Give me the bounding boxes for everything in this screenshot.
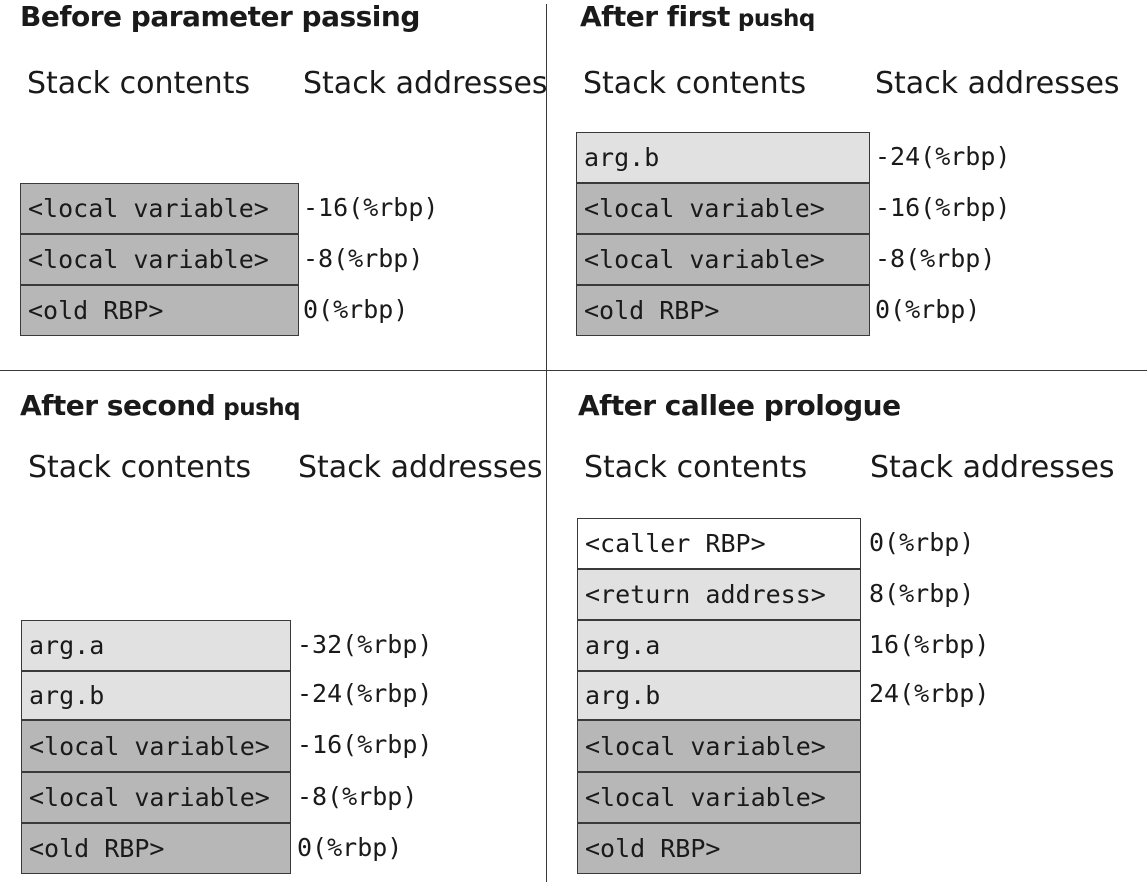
- stack-addresses-header: Stack addresses: [870, 450, 1115, 485]
- stack-contents-header: Stack contents: [27, 66, 251, 101]
- stack-contents-header: Stack contents: [584, 450, 808, 485]
- stack-cell-old-rbp: <old RBP>: [577, 823, 861, 874]
- stack-contents-header: Stack contents: [583, 66, 807, 101]
- stack-address: 8(%rbp): [869, 579, 975, 608]
- stack-address: 0(%rbp): [303, 295, 409, 324]
- stack-cell-local-variable: <local variable>: [576, 183, 870, 234]
- stack-cell-local-variable: <local variable>: [20, 234, 299, 285]
- panel-title: After second pushq: [20, 389, 301, 422]
- stack-address: 0(%rbp): [297, 833, 403, 862]
- stack-address: -8(%rbp): [297, 782, 418, 811]
- stack-address: 0(%rbp): [869, 528, 975, 557]
- stack-address: -8(%rbp): [875, 244, 996, 273]
- stack-cell-local-variable: <local variable>: [577, 720, 861, 772]
- stack-cell-arg-b: arg.b: [21, 671, 291, 720]
- stack-address: -24(%rbp): [875, 142, 1011, 171]
- stack-address: -16(%rbp): [875, 193, 1011, 222]
- stack-address: 0(%rbp): [875, 295, 981, 324]
- panel-title: After callee prologue: [578, 389, 901, 422]
- stack-address: -16(%rbp): [303, 193, 439, 222]
- stack-addresses-header: Stack addresses: [303, 66, 548, 101]
- stack-cell-local-variable: <local variable>: [20, 183, 299, 234]
- stack-cell-local-variable: <local variable>: [21, 772, 291, 823]
- panel-title-text: After first: [580, 0, 730, 33]
- stack-cell-old-rbp: <old RBP>: [20, 285, 299, 336]
- stack-address: -8(%rbp): [303, 244, 424, 273]
- stack-cell-old-rbp: <old RBP>: [21, 823, 291, 874]
- stack-cell-old-rbp: <old RBP>: [576, 285, 870, 336]
- stack-address: 24(%rbp): [869, 679, 990, 708]
- horizontal-divider: [0, 370, 1147, 371]
- stack-cell-arg-b: arg.b: [577, 671, 861, 720]
- stack-addresses-header: Stack addresses: [875, 66, 1120, 101]
- stack-cell-arg-b: arg.b: [576, 132, 870, 183]
- panel-title: After first pushq: [580, 0, 815, 33]
- panel-title: Before parameter passing: [20, 0, 420, 33]
- stack-address: -16(%rbp): [297, 730, 433, 759]
- stack-address: -24(%rbp): [297, 679, 433, 708]
- stack-cell-arg-a: arg.a: [577, 620, 861, 671]
- stack-address: -32(%rbp): [297, 630, 433, 659]
- panel-title-code: pushq: [737, 6, 815, 32]
- stack-cell-arg-a: arg.a: [21, 620, 291, 671]
- stack-cell-local-variable: <local variable>: [577, 772, 861, 823]
- stack-cell-caller-rbp: <caller RBP>: [577, 518, 861, 569]
- stack-cell-local-variable: <local variable>: [21, 720, 291, 772]
- vertical-divider: [546, 4, 547, 882]
- stack-contents-header: Stack contents: [28, 450, 252, 485]
- panel-title-code: pushq: [223, 395, 301, 421]
- panel-title-text: After second: [20, 389, 216, 422]
- stack-address: 16(%rbp): [869, 630, 990, 659]
- stack-cell-local-variable: <local variable>: [576, 234, 870, 285]
- stack-addresses-header: Stack addresses: [298, 450, 543, 485]
- stack-cell-return-address: <return address>: [577, 569, 861, 620]
